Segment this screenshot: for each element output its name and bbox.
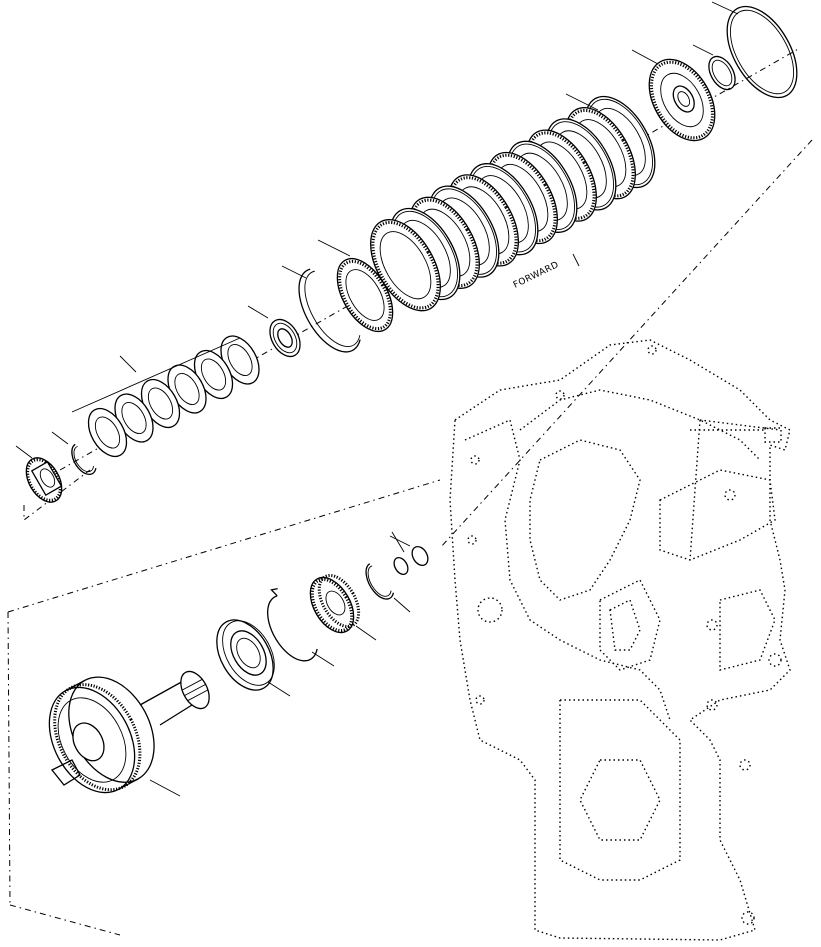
output-shaft-gear — [48, 670, 210, 794]
transmission-housing — [449, 339, 791, 941]
snap-ring-left — [71, 443, 97, 476]
washer-bracket — [71, 337, 241, 413]
clutch-backing-plate — [336, 258, 394, 332]
forward-label: FORWARD — [512, 260, 561, 291]
idler-gear — [309, 573, 361, 634]
forward-direction-tick — [572, 253, 580, 267]
leader-line-12 — [311, 651, 335, 667]
snap-ring-large — [726, 5, 798, 99]
leader-line-9 — [15, 445, 33, 459]
clutch-piston-housing — [648, 58, 716, 142]
leader-line-13 — [355, 625, 377, 641]
snap-ring-open — [298, 268, 361, 353]
leader-line-4 — [565, 93, 599, 111]
retaining-ring-lower — [267, 587, 318, 662]
output-shaft-section-boundary — [7, 479, 441, 936]
leader-line-14 — [393, 597, 411, 613]
thrust-washer-group — [87, 335, 260, 458]
bearing-small — [269, 318, 301, 358]
leader-line-8 — [51, 431, 69, 445]
leader-line-2 — [692, 44, 714, 56]
clutch-disc — [370, 219, 441, 312]
seal-ring-small — [708, 55, 736, 91]
o-rings — [389, 531, 429, 576]
snap-ring-lower-right — [365, 563, 395, 600]
leader-line-11 — [267, 681, 291, 697]
leader-line-7 — [247, 305, 269, 319]
leader-line-1 — [711, 1, 739, 15]
leader-line-3 — [631, 49, 659, 65]
clutch-disc-stack — [370, 95, 656, 312]
leader-line-6 — [281, 265, 307, 279]
bearing-large — [216, 619, 275, 691]
leader-line-10 — [149, 779, 181, 797]
small-gear-left — [25, 457, 63, 503]
leader-line-5 — [317, 239, 351, 257]
thrust-washer — [87, 407, 128, 458]
